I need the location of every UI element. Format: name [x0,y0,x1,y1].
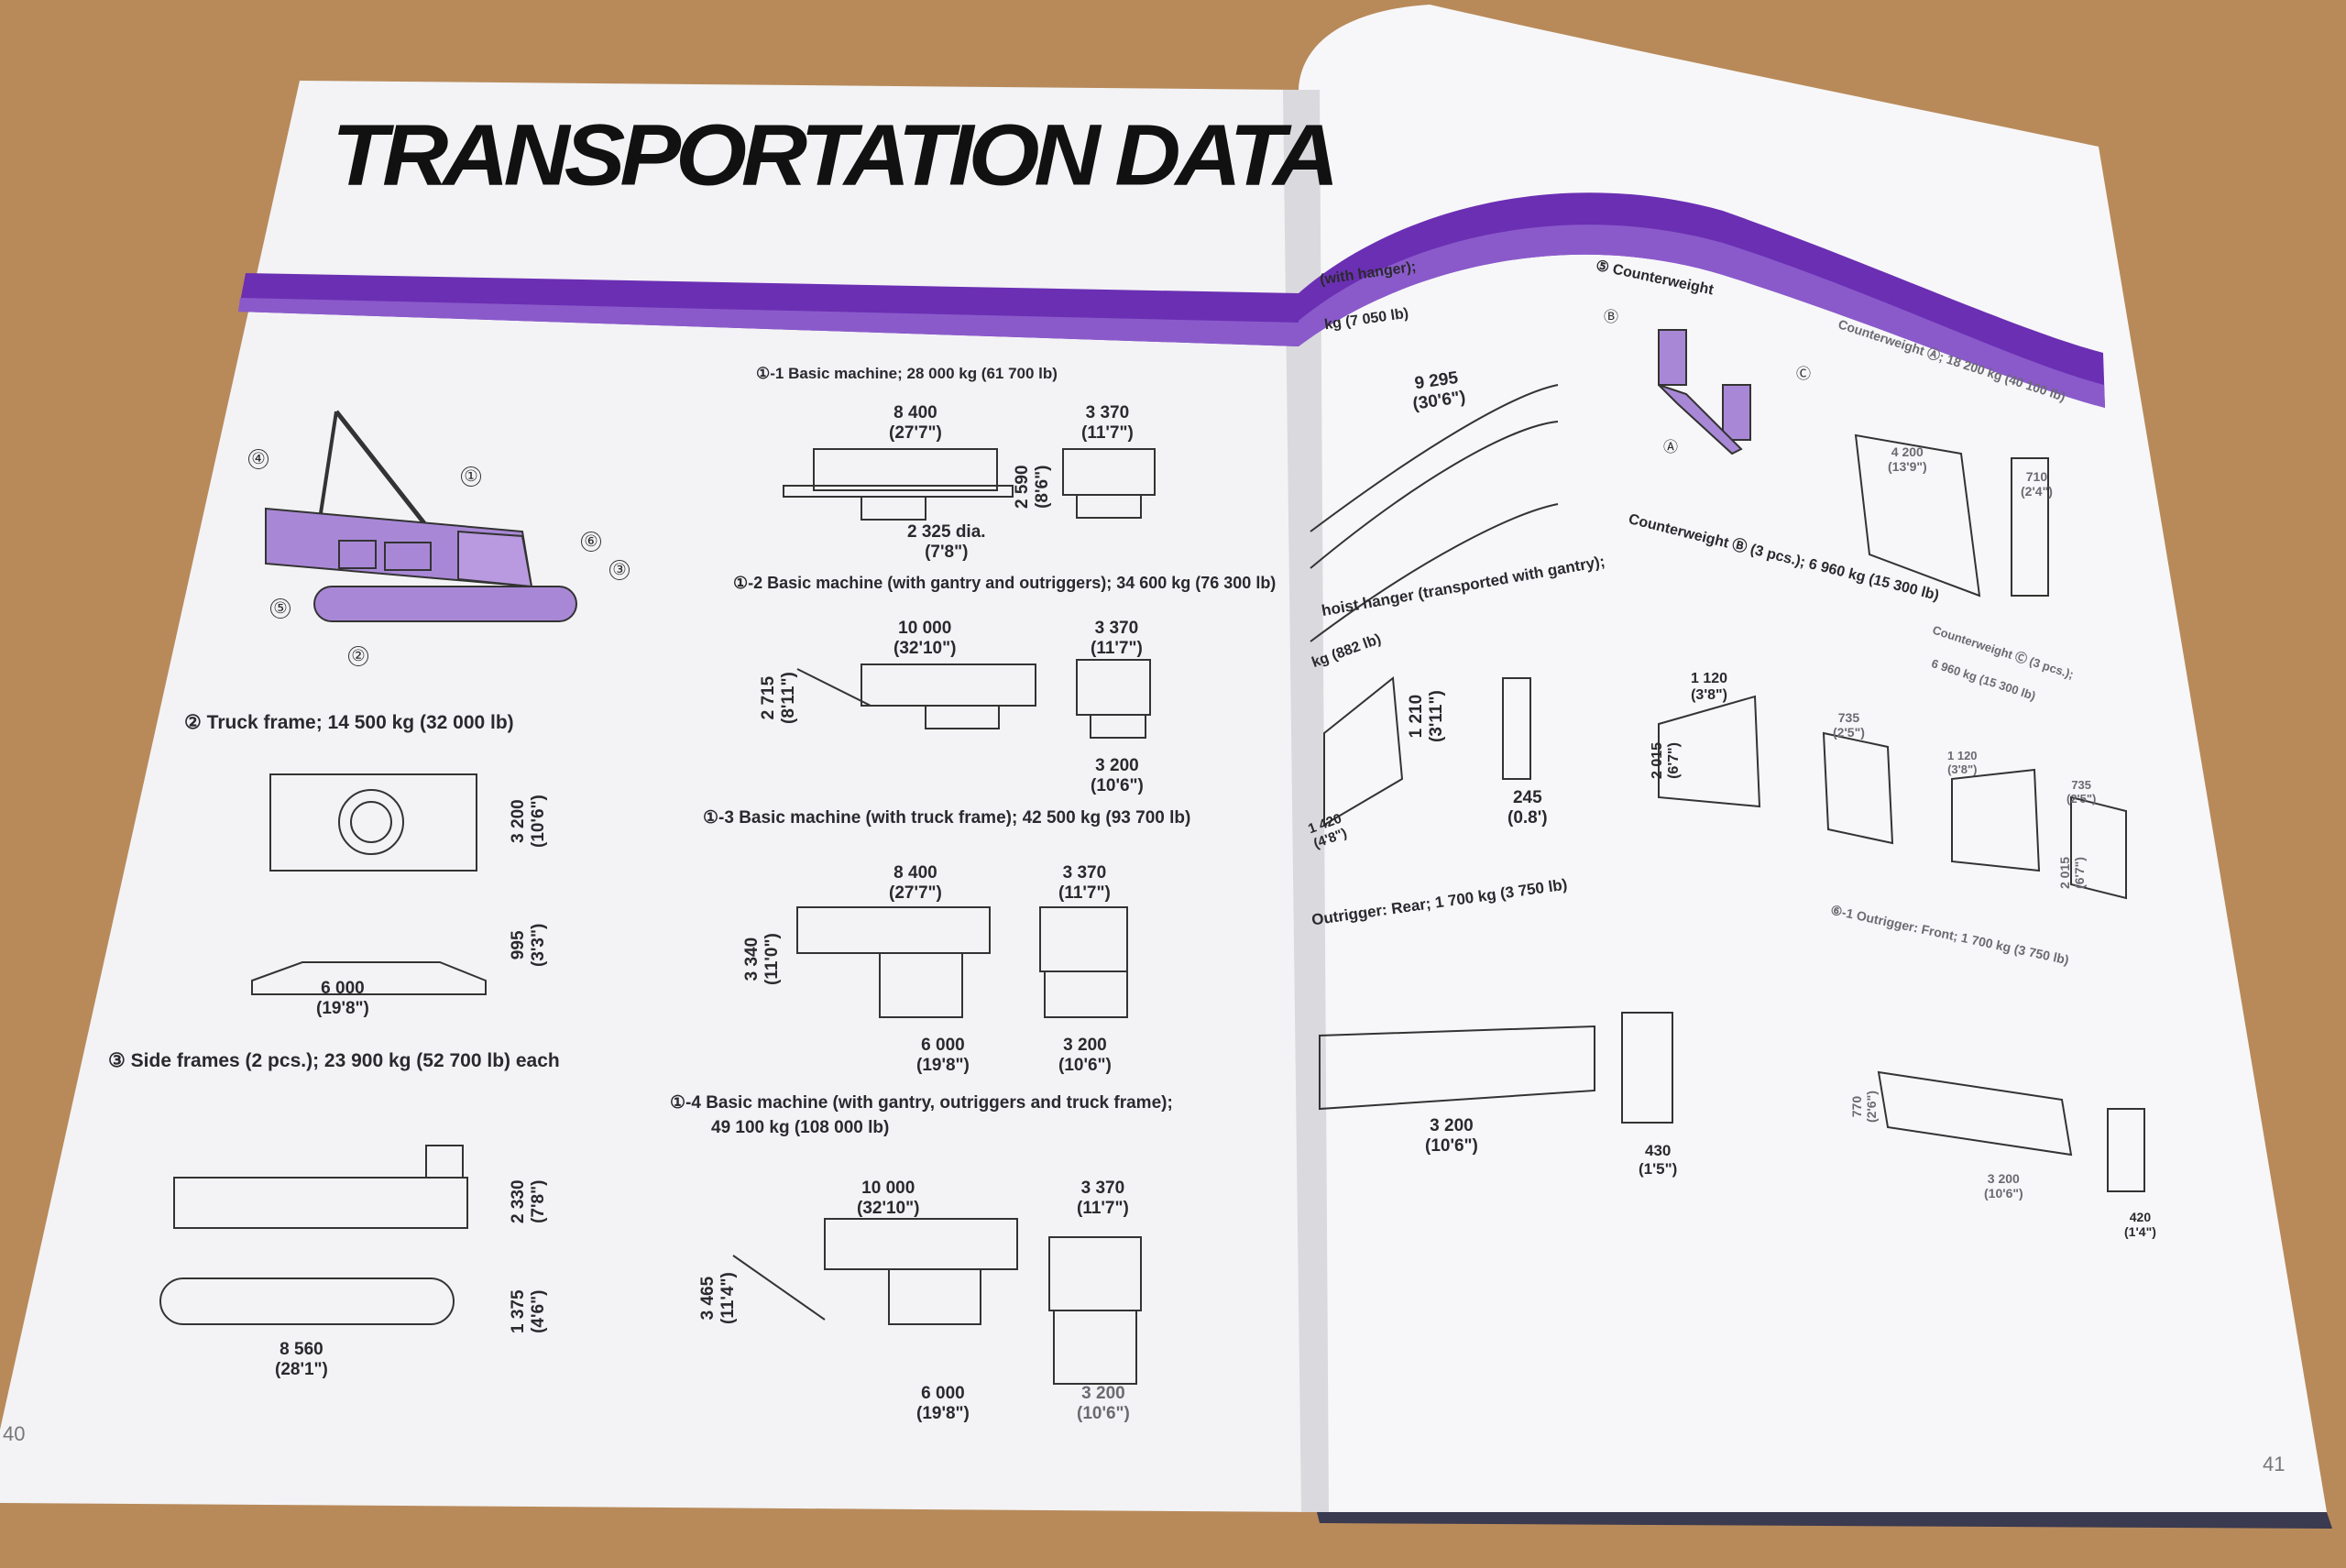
page-number-right: 41 [2263,1453,2286,1475]
right-page-bottom-edge [1317,1512,2332,1529]
dimension: 8 400(27'7") [889,403,942,443]
dimension: 735(2'5") [2066,778,2097,806]
basic-machine-4-label: ①-4 Basic machine (with gantry, outrigge… [670,1093,1173,1113]
basic-machine-1-label: ①-1 Basic machine; 28 000 kg (61 700 lb) [756,365,1058,382]
part-b-marker: Ⓑ [1604,310,1619,325]
dimension: 770(2'6") [1849,1091,1880,1123]
callout-6: ⑥ [581,532,601,552]
dimension: 8 400(27'7") [889,863,942,903]
dimension: 1 375(4'6") [509,1289,548,1333]
dimension: 2 590(8'6") [1013,465,1052,509]
dimension: 430(1'5") [1639,1142,1678,1178]
basic-machine-2-label: ①-2 Basic machine (with gantry and outri… [733,574,1277,592]
dimension: 2 015(6'7") [1650,741,1683,779]
left-page [0,81,1317,1512]
dimension: 245(0.8') [1507,788,1548,828]
callout-5: ⑤ [270,598,291,619]
page-title: TRANSPORTATION DATA [332,105,1339,204]
purple-band-right-light [1299,225,2105,408]
dimension: 3 340(11'0") [742,933,782,985]
dimension: 1 120(3'8") [1947,749,1978,776]
dimension: 3 200(10'6") [1091,756,1144,795]
basic-machine-3-label: ①-3 Basic machine (with truck frame); 42… [703,808,1191,828]
dimension: 3 200(10'6") [1077,1384,1130,1423]
purple-band-left-light [238,298,1299,346]
side-frame-drawings [159,1145,468,1325]
dimension: 9 295(30'6") [1411,367,1467,414]
dimension: 6 000(19'8") [316,979,369,1018]
dimension: 1 210(3'11") [1407,690,1446,742]
dimension: 6 000(19'8") [916,1036,970,1075]
machine-isometric-drawing [265,410,577,622]
callout-3: ③ [609,560,630,580]
dimension: 3 465(11'4") [698,1272,738,1324]
truck-frame-drawings [251,773,487,995]
dimension: 3 200(10'6") [1058,1036,1112,1075]
dimension: 710(2'4") [2021,469,2053,499]
dimension: 2 330(7'8") [509,1179,548,1223]
dimension: 2 015(6'7") [2057,856,2088,889]
dimension: 10 000(32'10") [857,1179,920,1218]
callout-2: ② [348,646,368,666]
dimension: 10 000(32'10") [893,619,957,658]
callout-4: ④ [248,449,269,469]
dimension: 4 200(13'9") [1888,444,1927,475]
page-spine-shadow [1283,90,1329,1512]
dimension: 1 120(3'8") [1691,671,1728,704]
dimension: 8 560(28'1") [275,1340,328,1379]
truck-frame-label: ② Truck frame; 14 500 kg (32 000 lb) [184,712,514,733]
side-frames-label: ③ Side frames (2 pcs.); 23 900 kg (52 70… [108,1050,560,1071]
dimension: 2 325 dia.(7'8") [907,522,986,562]
callout-1: ① [461,466,481,487]
dimension: 3 200(10'6") [1425,1116,1478,1156]
dimension: 3 370(11'7") [1077,1179,1129,1218]
dimension: 735(2'5") [1833,710,1865,740]
basic-machine-4-weight: 49 100 kg (108 000 lb) [711,1118,890,1137]
dimension: 420(1'4") [2124,1210,2156,1240]
part-c-marker: Ⓒ [1796,367,1812,382]
dimension: 3 200(10'6") [509,795,548,848]
right-page-drawings [1310,329,2145,1192]
dimension: 2 715(8'11") [759,672,798,724]
dimension: 995(3'3") [509,923,548,967]
dimension: 3 370(11'7") [1058,863,1111,903]
basic-machine-drawings [732,448,1156,1385]
dimension: 3 370(11'7") [1081,403,1134,443]
page-number-left: 40 [3,1422,26,1445]
dimension: 6 000(19'8") [916,1384,970,1423]
part-a-marker: Ⓐ [1663,440,1679,455]
dimension: 3 200(10'6") [1984,1171,2023,1201]
dimension: 3 370(11'7") [1091,619,1143,658]
